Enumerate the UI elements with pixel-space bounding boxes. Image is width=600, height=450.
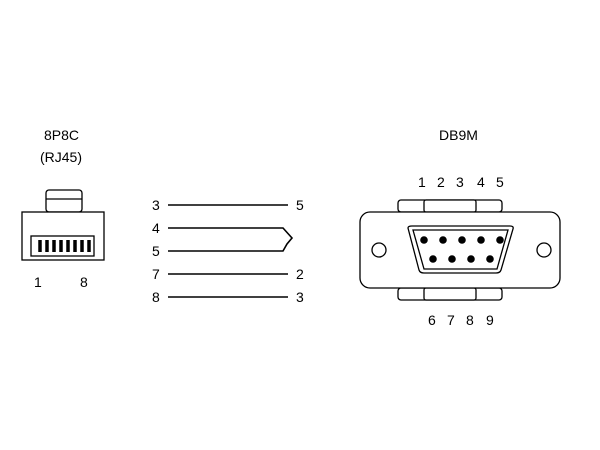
wire-left-label: 4 (152, 220, 160, 236)
db9-bottom-clip-inner (423, 287, 477, 301)
db9-pin (448, 255, 456, 263)
rj45-title: 8P8C (44, 127, 80, 143)
rj45-latch-tab (45, 189, 83, 213)
wire-4-5-loop (168, 227, 294, 252)
db9-mount-hole-right (536, 242, 552, 258)
db9-pin (496, 236, 504, 244)
db9-bottom-pin-label: 8 (466, 312, 474, 328)
db9-top-pin-label: 2 (437, 174, 445, 190)
db9-pins (420, 236, 504, 263)
db9-shell (407, 225, 514, 274)
wire-left-label: 3 (152, 197, 160, 213)
db9-top-pin-label: 3 (456, 174, 464, 190)
wire-left-label: 8 (152, 289, 160, 305)
db9-top-pin-label: 5 (496, 174, 504, 190)
db9-pin (477, 236, 485, 244)
rj45-contacts (38, 240, 91, 252)
db9-pin (458, 236, 466, 244)
db9-bottom-pin-label: 9 (486, 312, 494, 328)
wire-right-label: 3 (296, 289, 304, 305)
rj45-subtitle: (RJ45) (40, 149, 83, 165)
db9-connector (359, 199, 561, 301)
db9-pin (486, 255, 494, 263)
db9-title: DB9M (439, 127, 478, 143)
wire-right-label: 5 (296, 197, 304, 213)
wire-left-label: 5 (152, 243, 160, 259)
rj45-pin-8-label: 8 (80, 274, 88, 290)
db9-pin (439, 236, 447, 244)
db9-mount-hole-left (371, 242, 387, 258)
db9-flange (359, 211, 561, 289)
rj45-pin-1-label: 1 (34, 274, 42, 290)
db9-top-pin-label: 4 (477, 174, 485, 190)
db9-bottom-pin-label: 7 (447, 312, 455, 328)
wiring-lines (168, 204, 294, 298)
wire-left-label: 7 (152, 266, 160, 282)
db9-pin (467, 255, 475, 263)
wire-right-label: 2 (296, 266, 304, 282)
db9-shell-inner (412, 229, 509, 270)
db9-bottom-pin-label: 6 (428, 312, 436, 328)
db9-top-clip-inner (423, 199, 477, 213)
db9-pin (429, 255, 437, 263)
db9-top-pin-label: 1 (418, 174, 426, 190)
db9-pin (420, 236, 428, 244)
